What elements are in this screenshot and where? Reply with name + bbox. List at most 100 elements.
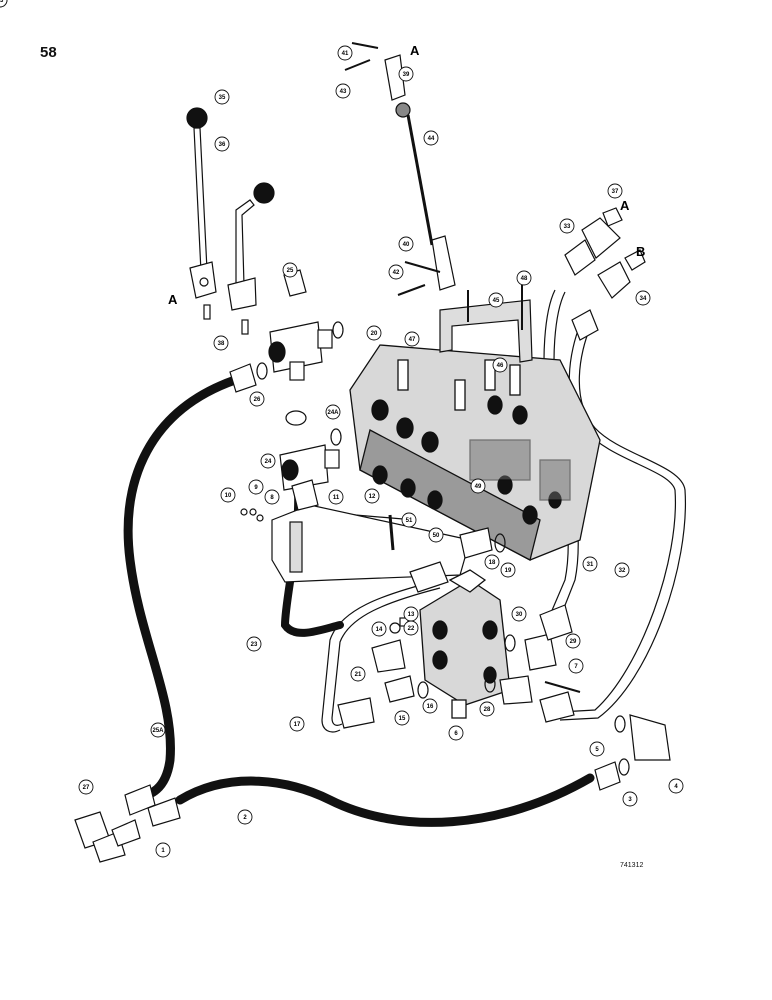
callout-label: 29: [570, 639, 577, 645]
callout-label: 49: [475, 484, 482, 490]
callout-36: 36: [214, 136, 230, 152]
callout-label: 50: [433, 533, 440, 539]
callout-51: 51: [401, 512, 417, 528]
callout-label: 4: [674, 784, 678, 790]
callout-29: 29: [565, 633, 581, 649]
callout-label: 45: [493, 298, 500, 304]
callout-label: 16: [427, 704, 434, 710]
callout-32: 32: [614, 562, 630, 578]
callout-label: 3: [628, 797, 632, 803]
callout-24A: 24A: [325, 404, 341, 420]
lever-knob-1: [186, 107, 208, 129]
view-letter-a: A: [620, 198, 630, 213]
callout-15: 15: [394, 710, 410, 726]
callout-label: 30: [516, 612, 523, 618]
callout-19: 19: [500, 562, 516, 578]
callout-label: 20: [371, 331, 378, 337]
callout-31: 31: [582, 556, 598, 572]
hose-26: [123, 375, 240, 803]
callout-7: 7: [568, 658, 584, 674]
callout-12: 12: [364, 488, 380, 504]
callout-4: 4: [668, 778, 684, 794]
callout-label: 37: [612, 189, 619, 195]
callout-label: 44: [428, 136, 435, 142]
callout-17: 17: [289, 716, 305, 732]
callout-23: 23: [246, 636, 262, 652]
callout-27: 27: [78, 779, 94, 795]
callout-41: 41: [337, 45, 353, 61]
callout-16: 16: [422, 698, 438, 714]
callout-label: 34: [640, 296, 647, 302]
callout-label: 28: [484, 707, 491, 713]
callout-5: 5: [589, 741, 605, 757]
callout-label: 10: [225, 493, 232, 499]
callout-label: 26: [254, 397, 261, 403]
view-letter-b: B: [636, 244, 645, 259]
callout-label: 53: [0, 0, 4, 4]
callout-label: 19: [505, 568, 512, 574]
diverter-valve: [419, 569, 511, 719]
callout-label: 46: [497, 363, 504, 369]
hose-2: [175, 773, 595, 827]
callout-label: 21: [355, 672, 362, 678]
callout-21: 21: [350, 666, 366, 682]
callout-label: 6: [454, 731, 458, 737]
callout-label: 24A: [327, 410, 339, 416]
callout-9: 9: [248, 479, 264, 495]
callout-label: 48: [521, 276, 528, 282]
callout-label: 13: [408, 612, 415, 618]
callout-34: 34: [635, 290, 651, 306]
callout-label: 38: [218, 341, 225, 347]
callout-20: 20: [366, 325, 382, 341]
callout-26: 26: [249, 391, 265, 407]
callout-43: 43: [335, 83, 351, 99]
callout-40: 40: [398, 236, 414, 252]
callout-label: 5: [595, 747, 599, 753]
callout-53: 53: [0, 0, 8, 8]
callout-label: 41: [342, 51, 349, 57]
callout-13: 13: [403, 606, 419, 622]
callout-33: 33: [559, 218, 575, 234]
callout-35: 35: [214, 89, 230, 105]
control-levers: [186, 107, 275, 335]
callout-28: 28: [479, 701, 495, 717]
callout-label: 47: [409, 337, 416, 343]
view-letter-a: A: [410, 43, 420, 58]
callout-14: 14: [371, 621, 387, 637]
callout-label: 18: [489, 560, 496, 566]
callout-1: 1: [155, 842, 171, 858]
callout-label: 14: [376, 627, 383, 633]
callout-42: 42: [388, 264, 404, 280]
callout-6: 6: [448, 725, 464, 741]
callout-37: 37: [607, 183, 623, 199]
callout-label: 42: [393, 270, 400, 276]
control-valve-assembly: [349, 344, 601, 561]
drawing-code: 741312: [620, 862, 644, 869]
mounting-plate: [271, 504, 471, 583]
callout-label: 24: [265, 459, 272, 465]
callout-label: 22: [408, 626, 415, 632]
callout-label: 33: [564, 224, 571, 230]
callout-label: 31: [587, 562, 594, 568]
top-linkage: [344, 42, 533, 363]
callout-label: 36: [219, 142, 226, 148]
callout-10: 10: [220, 487, 236, 503]
callout-label: 8: [270, 495, 274, 501]
callout-45: 45: [488, 292, 504, 308]
callout-47: 47: [404, 331, 420, 347]
lever-knob-2: [253, 182, 275, 204]
callout-label: 43: [340, 89, 347, 95]
callout-11: 11: [328, 489, 344, 505]
callout-25A: 25A: [150, 722, 166, 738]
callout-25: 25: [282, 262, 298, 278]
callout-49: 49: [470, 478, 486, 494]
page-number: 58: [40, 44, 57, 61]
callout-label: 9: [254, 485, 258, 491]
callout-label: 7: [574, 664, 578, 670]
callout-38: 38: [213, 335, 229, 351]
callout-2: 2: [237, 809, 253, 825]
callout-24: 24: [260, 453, 276, 469]
